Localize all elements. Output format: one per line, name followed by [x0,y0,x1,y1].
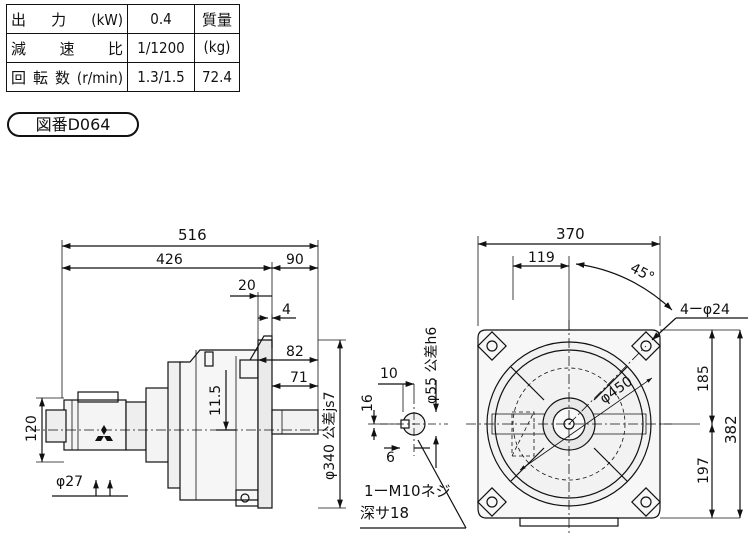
dim-body-length: 426 [156,252,183,268]
dim-front-width: 370 [556,225,585,243]
speed-value: 1.3/1.5 [127,62,195,92]
dim-offset-119: 119 [528,250,555,266]
terminal-box [77,391,119,403]
dim-motor-dia: φ27 [56,474,83,490]
side-view [30,240,346,509]
dim-upper-185: 185 [696,365,712,392]
dim-11-5: 11.5 [208,385,224,416]
dim-overall-length: 516 [178,226,207,244]
shaft-end-detail [360,380,467,529]
output-flange [257,339,273,509]
maker-logo-icon [95,425,113,441]
dim-height-382: 382 [722,415,740,444]
dim-angle: 45° [627,260,656,286]
front-view [466,236,748,534]
motor-flange [125,401,147,451]
output-label: 出力(kW) [6,4,128,34]
spec-table: 出力(kW) 0.4 質量 減速比 1/1200 (kg) 回転数(r/min)… [6,4,240,92]
drawing-number: 図番D064 [7,112,139,137]
shaft-end-labels: 10 16 6 1ーM10ネジ 深サ18 [360,366,451,522]
speed-label: 回転数(r/min) [6,62,128,92]
output-value: 0.4 [127,4,195,34]
tap-note-line1: 1ーM10ネジ [364,482,451,500]
dim-motor-height: 120 [24,415,40,442]
mass-unit: (kg) [194,33,240,63]
tap-note-line2: 深サ18 [360,504,409,522]
dim-20: 20 [238,278,256,294]
motor-body [63,399,127,451]
dim-flange-pilot: φ340 公差js7 [322,392,338,481]
reduction-label: 減速比 [6,33,128,63]
dim-71: 71 [290,370,308,386]
dim-6: 6 [386,450,395,466]
dim-10: 10 [380,366,398,382]
dim-82: 82 [286,344,304,360]
dim-shaft-dia: φ55 公差h6 [424,327,440,404]
dim-4: 4 [282,302,291,318]
mass-value: 72.4 [194,62,240,92]
dim-16: 16 [360,394,376,412]
dim-lower-197: 197 [696,457,712,484]
motor-fan-cover [45,409,67,443]
dim-shaft-projection: 90 [286,252,304,268]
dim-holes: 4ーφ24 [680,302,730,318]
